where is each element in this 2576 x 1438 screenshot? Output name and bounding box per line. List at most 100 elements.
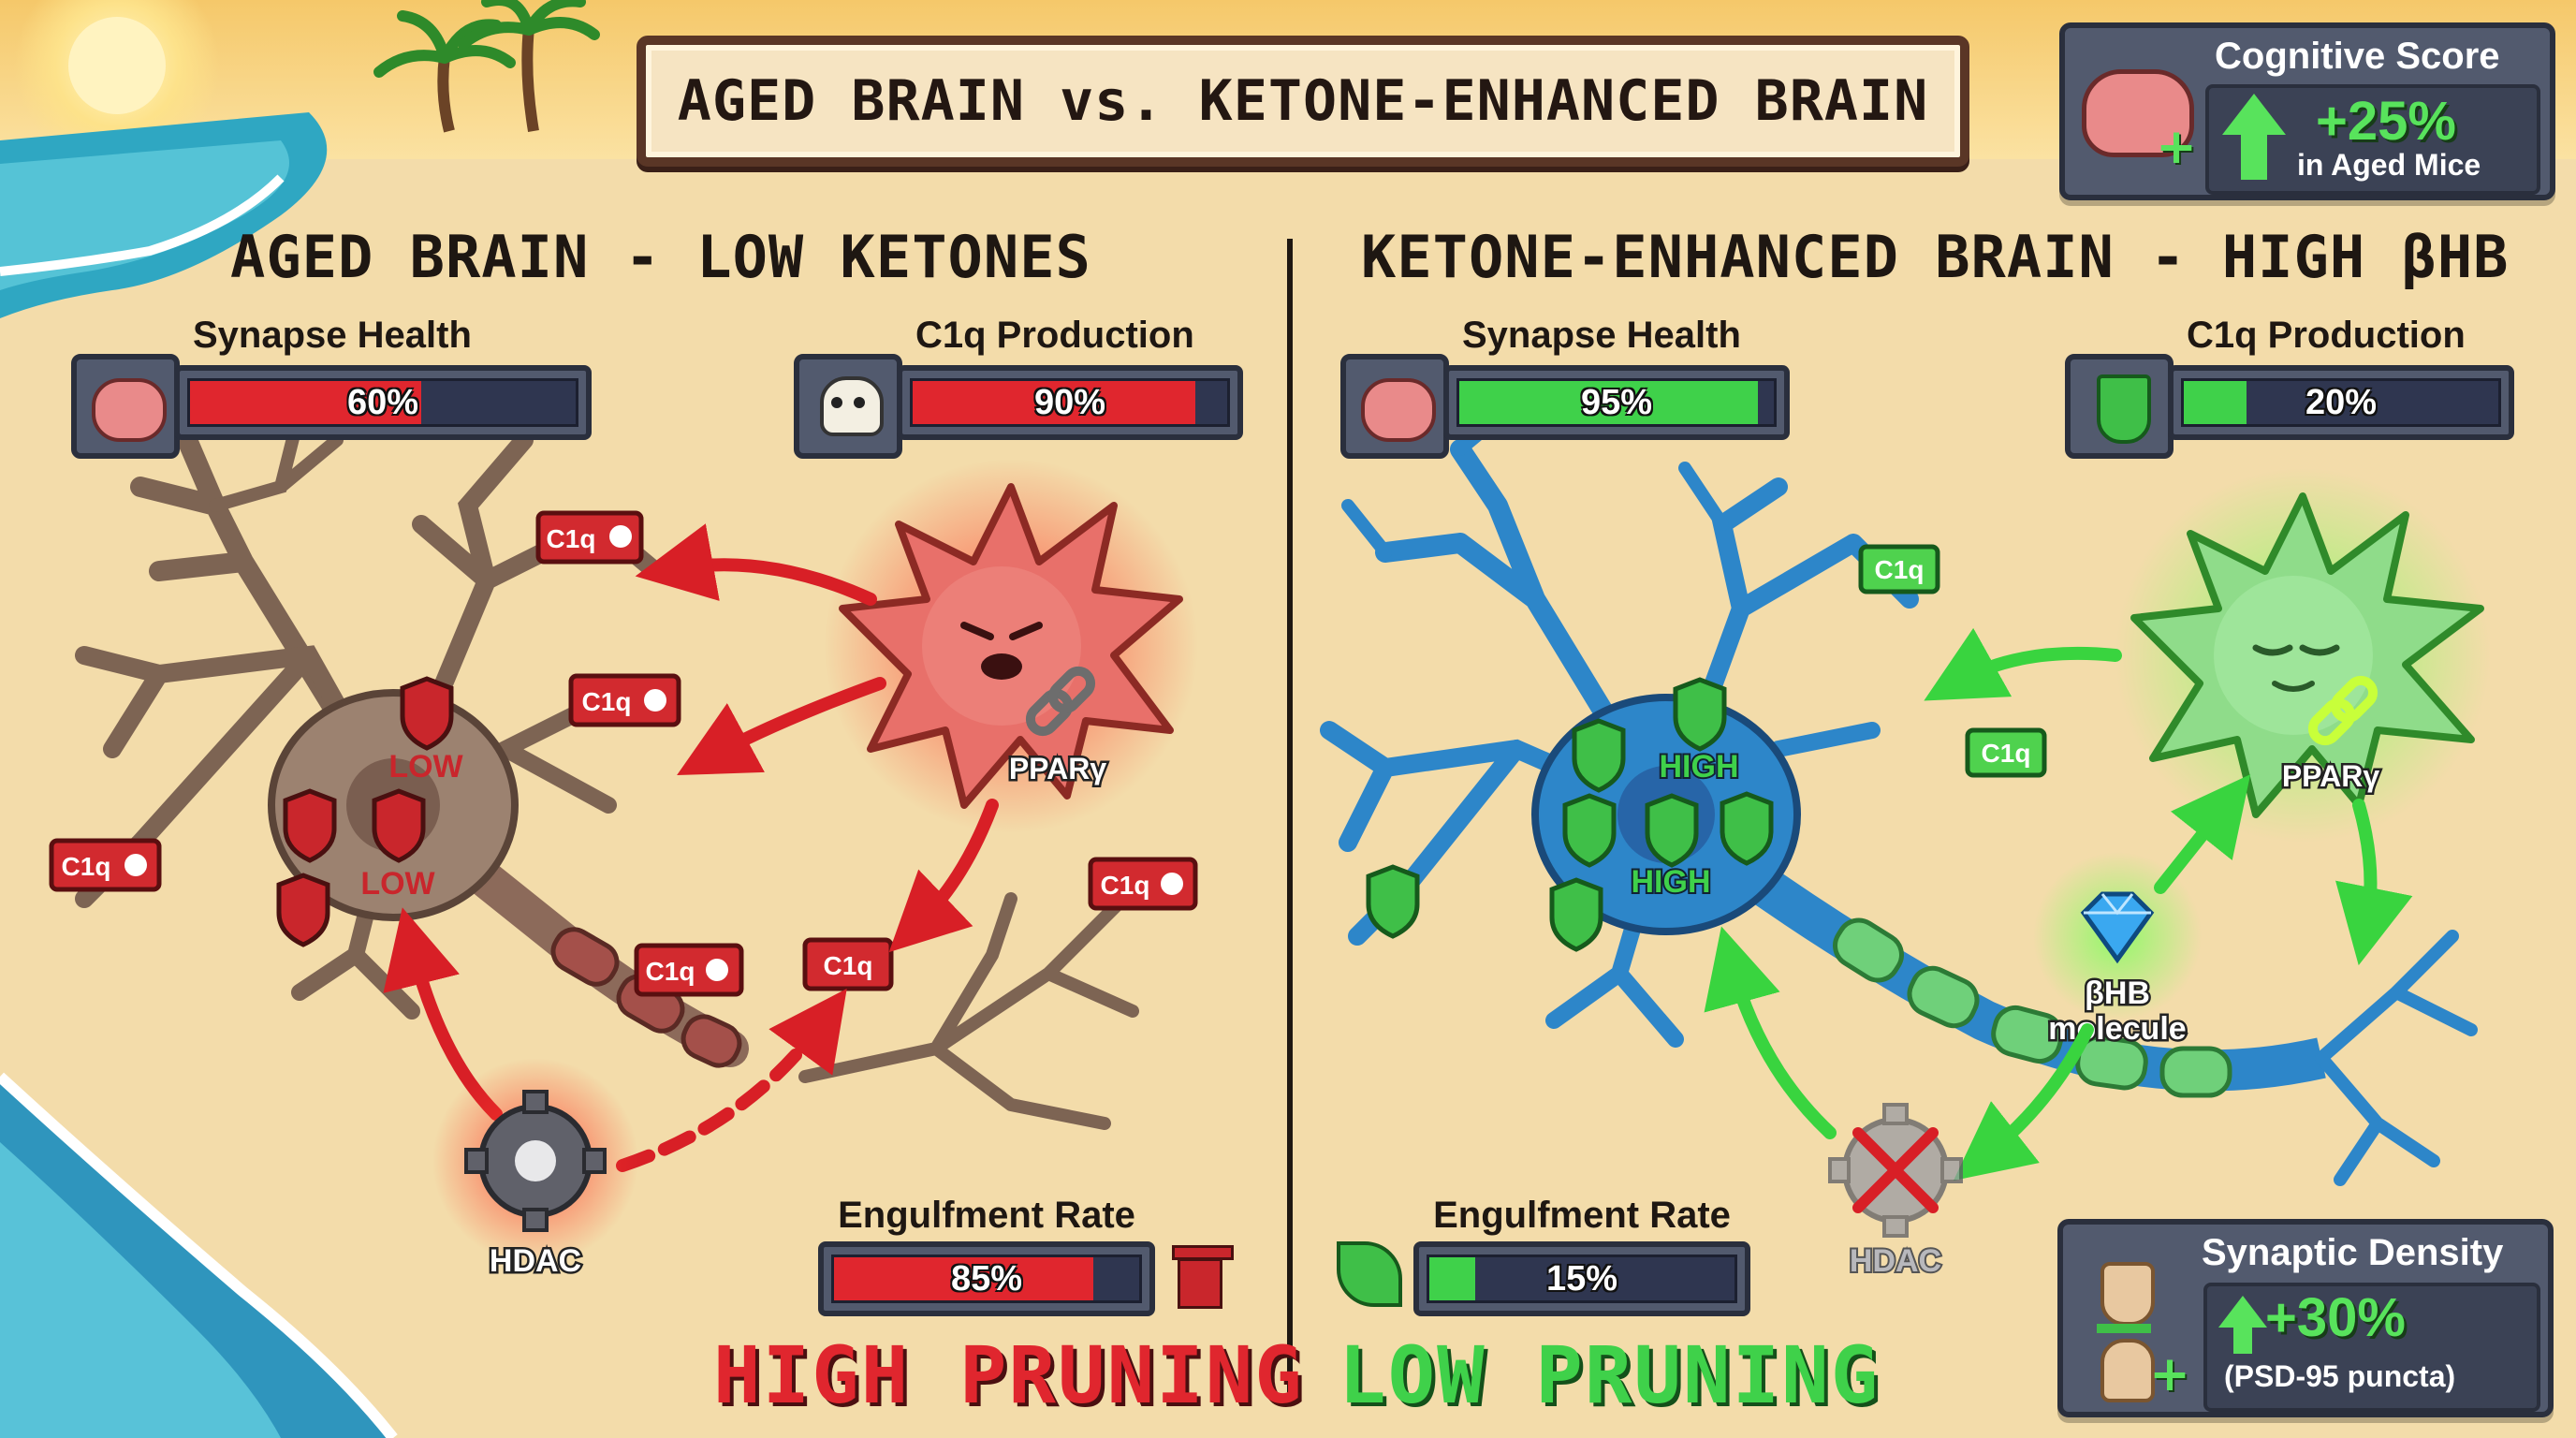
cognitive-score-panel: + Cognitive Score +25% in Aged Mice (2059, 22, 2555, 200)
meter-value: 20% (2305, 382, 2378, 422)
meter-fill (1459, 381, 1759, 424)
c1q-tag: C1q (568, 673, 681, 727)
synaptic-density-note: (PSD-95 puncta) (2224, 1359, 2456, 1393)
bar-box: 90% (897, 365, 1243, 440)
up-arrow-icon (2222, 94, 2286, 135)
bhb-molecule-label: molecule (2048, 1011, 2186, 1047)
synaptic-density-label: Synaptic Density (2202, 1232, 2504, 1273)
low-label: LOW (360, 866, 435, 902)
skull-icon (794, 354, 902, 459)
c1q-tag: C1q (1858, 544, 1940, 594)
meter-value: 90% (1033, 382, 1106, 422)
leaf-icon (1337, 1241, 1402, 1307)
bar-box: 15% (1413, 1241, 1750, 1316)
meter-label: Engulfment Rate (1433, 1195, 1731, 1236)
shield-icon (2065, 354, 2174, 459)
cognitive-score-value: +25% (2316, 91, 2456, 152)
c1q-tag: C1q (802, 937, 894, 991)
cognitive-score-label: Cognitive Score (2215, 36, 2500, 77)
ocean-shallow (0, 140, 289, 290)
left-heading: AGED BRAIN - LOW KETONES (230, 223, 1091, 291)
shield-icon (1366, 677, 1774, 952)
c1q-tag: C1q (535, 510, 644, 565)
brain-icon (71, 354, 180, 459)
gear-icon (432, 1058, 638, 1264)
bhb-label: βHB (2085, 976, 2150, 1011)
c1q-tag: C1q (634, 943, 744, 997)
right-heading: KETONE-ENHANCED BRAIN - HIGH βHB (1361, 223, 2510, 291)
c1q-tag: C1q (49, 838, 162, 892)
green-arrows (1704, 627, 2413, 1181)
bar-box: 95% (1443, 365, 1790, 440)
high-pruning-label: HIGH PRUNING (713, 1329, 1304, 1421)
brain-icon (2082, 69, 2194, 157)
left-engulfment-rate-meter: Engulfment Rate 85% (818, 1195, 1155, 1316)
bar-box: 20% (2168, 365, 2514, 440)
svg-text:C1q: C1q (547, 524, 596, 553)
hdac-label: HDAC (1850, 1243, 1941, 1279)
low-pruning-label: LOW PRUNING (1339, 1329, 1881, 1421)
wave-foam (0, 174, 285, 276)
cognitive-score-note: in Aged Mice (2297, 148, 2481, 182)
plus-icon: + (2149, 1346, 2190, 1402)
synapse-icon (2089, 1262, 2159, 1402)
trash-icon (1172, 1245, 1234, 1309)
meter-label: C1q Production (915, 315, 1194, 356)
high-label: HIGH (1632, 864, 1711, 900)
meter-label: Synapse Health (193, 315, 472, 356)
brain-icon (1340, 354, 1449, 459)
up-arrow-icon (2218, 1296, 2267, 1328)
meter-value: 85% (950, 1258, 1023, 1299)
microglia-activated (824, 459, 1198, 833)
c1q-tag: C1q (1088, 857, 1198, 911)
meter-label: Synapse Health (1462, 315, 1741, 356)
svg-text:C1q: C1q (582, 687, 632, 716)
synaptic-density-value: +30% (2265, 1287, 2406, 1348)
shield-icon (276, 676, 454, 947)
left-synapse-health-meter: Synapse Health 60% (71, 315, 592, 459)
meter-label: Engulfment Rate (838, 1195, 1135, 1236)
microglia-resting (2115, 468, 2490, 843)
meter-fill (2184, 381, 2247, 424)
palm-tree-icon (373, 0, 600, 133)
low-label: LOW (388, 749, 463, 785)
up-arrow-stem (2241, 133, 2267, 180)
sun-icon (68, 17, 166, 114)
myelin-segments (1833, 917, 2232, 1098)
meter-label: C1q Production (2187, 315, 2466, 356)
wave-foam-bottom (0, 1072, 398, 1438)
meter-fill (913, 381, 1196, 424)
ocean-bottom-shallow (0, 1142, 281, 1438)
left-c1q-production-meter: C1q Production 90% (794, 315, 1243, 459)
right-synapse-health-meter: Synapse Health 95% (1340, 315, 1790, 459)
hdac-label: HDAC (490, 1243, 581, 1279)
meter-fill (190, 381, 422, 424)
chain-link-icon (1025, 666, 1096, 737)
svg-text:C1q: C1q (646, 957, 695, 986)
page-title: AGED BRAIN vs. KETONE-ENHANCED BRAIN (677, 68, 1929, 134)
synaptic-density-panel: + Synaptic Density +30% (PSD-95 puncta) (2057, 1219, 2554, 1417)
svg-text:C1q: C1q (824, 951, 873, 980)
meter-value: 60% (346, 382, 419, 422)
meter-fill (834, 1257, 1094, 1300)
plus-icon: + (2156, 119, 2197, 175)
ppar-label: PPARγ (1009, 752, 1107, 785)
right-engulfment-rate-meter: Engulfment Rate 15% (1413, 1195, 1750, 1316)
axon-terminal (2315, 930, 2478, 1186)
cross-mark-icon (1852, 1127, 1939, 1213)
bar-box: 60% (174, 365, 592, 440)
right-c1q-production-meter: C1q Production 20% (2065, 315, 2514, 459)
chain-link-icon (2307, 675, 2378, 746)
svg-text:C1q: C1q (62, 852, 111, 881)
svg-text:C1q: C1q (1875, 555, 1925, 584)
meter-value: 95% (1580, 382, 1653, 422)
meter-value: 15% (1545, 1258, 1618, 1299)
damaged-neuron-fragment (798, 892, 1139, 1130)
up-arrow-stem (2233, 1326, 2252, 1354)
ppar-label: PPARγ (2282, 759, 2380, 793)
meter-fill (1429, 1257, 1475, 1300)
high-label: HIGH (1660, 749, 1739, 785)
svg-text:C1q: C1q (1101, 871, 1150, 900)
svg-text:C1q: C1q (1982, 739, 2031, 768)
bar-box: 85% (818, 1241, 1155, 1316)
